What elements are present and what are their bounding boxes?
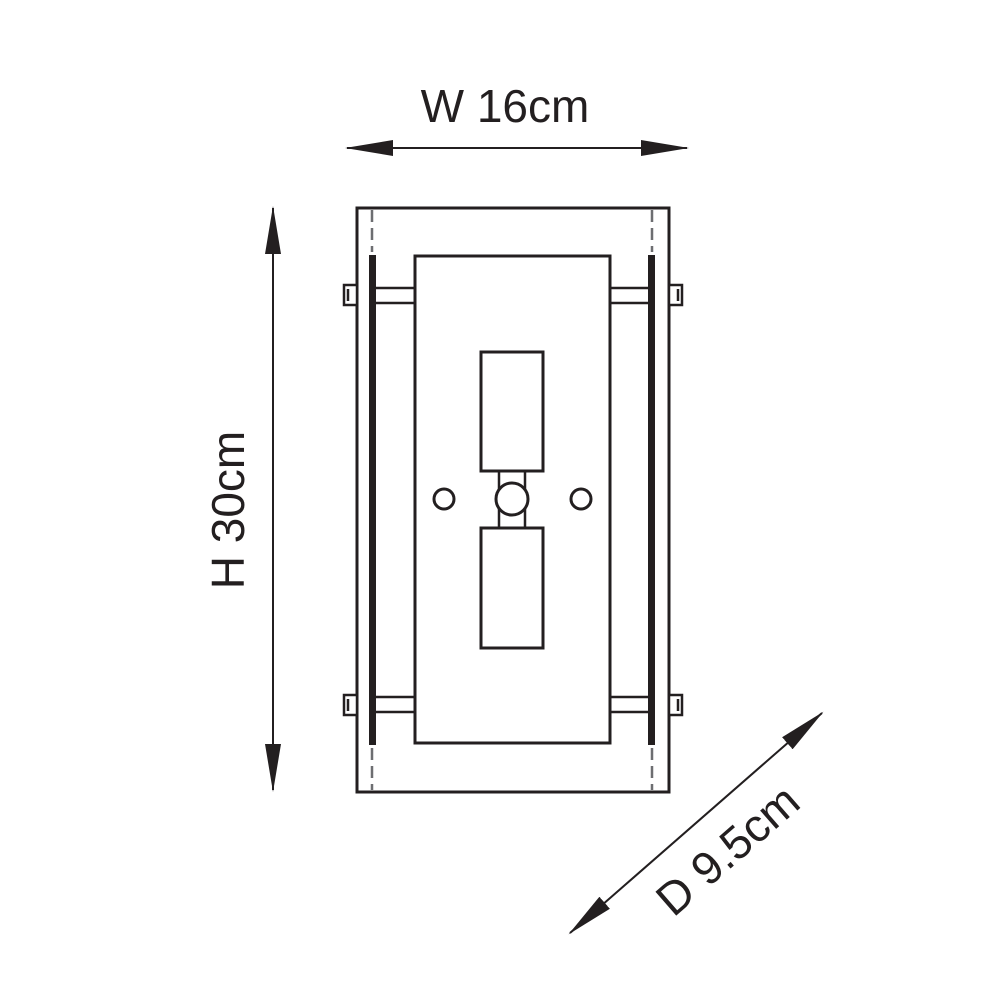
left-glass-panel [369, 255, 376, 745]
right-screw-hole [569, 487, 593, 511]
depth-dimension: D 9.5cm [568, 711, 824, 935]
depth-label: D 9.5cm [646, 774, 809, 926]
light-fitting [342, 206, 684, 794]
depth-arrow-line [568, 711, 824, 935]
width-label: W 16cm [421, 80, 590, 132]
left-screw-hole [432, 487, 456, 511]
lower-lamp [479, 526, 545, 650]
height-dimension: H 30cm [202, 206, 281, 792]
width-dimension: W 16cm [345, 80, 689, 156]
lamp-holder [494, 481, 530, 517]
upper-lamp [479, 350, 545, 473]
back-plate [413, 254, 612, 745]
rods [376, 286, 648, 714]
outer-frame [355, 206, 671, 794]
height-label: H 30cm [202, 431, 254, 589]
right-glass-panel [648, 255, 655, 745]
